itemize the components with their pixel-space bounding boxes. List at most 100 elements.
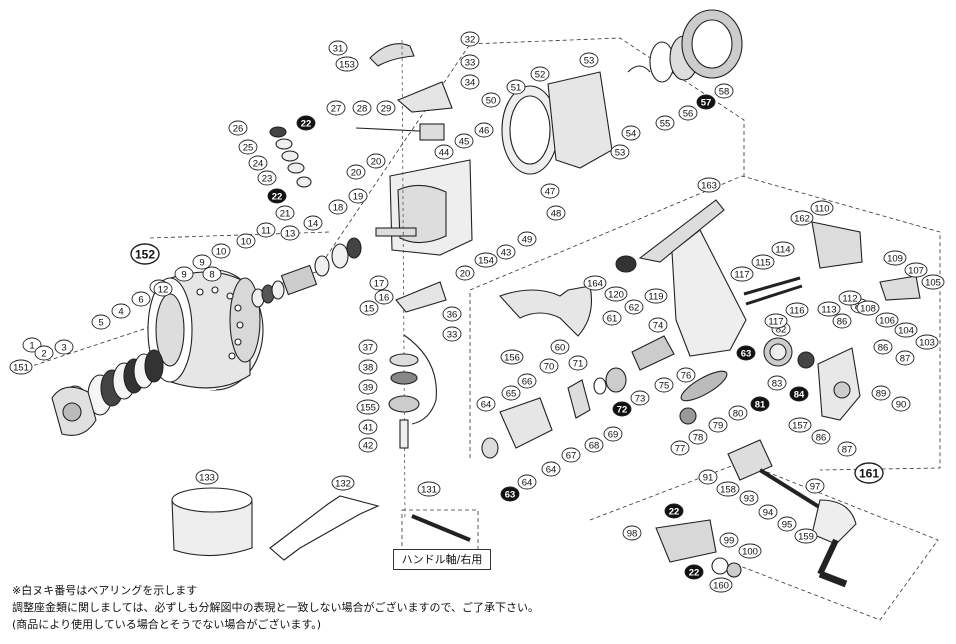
- part-label-p132: 132: [331, 475, 355, 491]
- part-label-p160: 160: [709, 577, 733, 593]
- spool-assembly: [51, 237, 362, 436]
- part-number: 153: [339, 60, 355, 71]
- part-label-p20c: 20: [455, 265, 475, 281]
- part-number: 74: [653, 321, 664, 332]
- part-label-p159: 159: [794, 528, 818, 544]
- part-label-p86c: 86: [811, 429, 831, 445]
- part-label-p34: 34: [460, 74, 480, 90]
- part-label-p161: 161: [854, 462, 884, 484]
- part-number: 164: [587, 279, 603, 290]
- part-number: 10: [241, 237, 252, 248]
- part-number: 103: [919, 338, 935, 349]
- part-number: 116: [789, 306, 804, 317]
- part-number: 80: [733, 409, 744, 420]
- part-label-p131: 131: [417, 481, 441, 497]
- part-label-p93: 93: [739, 490, 759, 506]
- part-number: 132: [335, 479, 351, 490]
- part-label-p79: 79: [708, 417, 728, 433]
- part-label-p29: 29: [376, 100, 396, 116]
- part-number: 84: [794, 390, 805, 401]
- part-number: 115: [755, 258, 770, 269]
- part-number: 3: [61, 343, 66, 354]
- part-number: 117: [768, 317, 783, 328]
- part-label-p38: 38: [358, 359, 378, 375]
- part-number: 31: [333, 44, 344, 55]
- part-label-p97: 97: [805, 478, 825, 494]
- part-number: 82: [776, 325, 787, 336]
- part-label-p36: 36: [442, 306, 462, 322]
- part-label-p117a: 117: [730, 266, 754, 282]
- handle-shaft-caption: ハンドル軸/右用: [393, 549, 491, 570]
- part-label-p67: 67: [561, 447, 581, 463]
- part-label-p2: 2: [34, 345, 54, 361]
- part-label-p87a: 87: [895, 350, 915, 366]
- part-number: 13: [285, 229, 296, 240]
- part-number: 113: [821, 305, 836, 316]
- part-number: 100: [742, 547, 758, 558]
- part-label-p33b: 33: [442, 326, 462, 342]
- part-label-p10b: 10: [236, 233, 256, 249]
- part-label-p26: 26: [228, 120, 248, 136]
- part-label-p64b: 64: [541, 461, 561, 477]
- part-number: 62: [629, 303, 640, 314]
- part-label-p114: 114: [771, 241, 795, 257]
- part-label-p75: 75: [654, 377, 674, 393]
- part-label-p91: 91: [698, 469, 718, 485]
- part-label-p107: 107: [904, 262, 928, 278]
- part-number: 70: [544, 362, 555, 373]
- body-assembly: [481, 199, 921, 459]
- part-label-p162: 162: [790, 210, 814, 226]
- part-number: 77: [675, 444, 686, 455]
- part-number: 155: [360, 403, 376, 414]
- part-number: 48: [551, 209, 562, 220]
- part-label-p17: 17: [369, 275, 389, 291]
- part-label-p73: 73: [630, 390, 650, 406]
- part-label-p61: 61: [602, 310, 622, 326]
- part-number: 157: [792, 421, 808, 432]
- part-label-p10a: 10: [211, 243, 231, 259]
- part-label-p94: 94: [758, 504, 778, 520]
- part-label-p22a: 22: [296, 115, 316, 131]
- part-label-p84: 84: [789, 386, 809, 402]
- part-label-p33a: 33: [460, 54, 480, 70]
- notes: ※白ヌキ番号はベアリングを示します 調整座金類に関しましては、必ずしも分解図中の…: [12, 582, 632, 633]
- part-label-p15: 15: [359, 300, 379, 316]
- part-number: 22: [301, 119, 312, 130]
- part-number: 6: [138, 295, 143, 306]
- part-label-p152: 152: [130, 243, 160, 265]
- part-number: 79: [713, 421, 724, 432]
- part-label-p108: 108: [856, 300, 880, 316]
- part-number: 43: [501, 248, 512, 259]
- part-number: 86: [837, 317, 848, 328]
- part-label-p66: 66: [517, 373, 537, 389]
- part-number: 33: [465, 58, 476, 69]
- part-number: 27: [331, 104, 342, 115]
- part-number: 63: [505, 490, 516, 501]
- part-number: 37: [363, 343, 374, 354]
- group-frames: [13, 37, 941, 621]
- part-label-p31: 31: [328, 40, 348, 56]
- part-label-p151: 151: [9, 359, 33, 375]
- part-label-p77: 77: [670, 440, 690, 456]
- part-number: 17: [374, 279, 385, 290]
- part-number: 28: [357, 104, 368, 115]
- part-label-p90: 90: [891, 396, 911, 412]
- part-label-p120: 120: [604, 286, 628, 302]
- part-number: 51: [511, 83, 522, 94]
- part-label-p153: 153: [335, 56, 359, 72]
- part-label-p81: 81: [750, 396, 770, 412]
- part-number: 4: [118, 307, 123, 318]
- part-label-p22d: 22: [684, 564, 704, 580]
- part-number: 105: [925, 278, 941, 289]
- part-number: 36: [447, 310, 458, 321]
- part-label-p48: 48: [546, 205, 566, 221]
- part-label-p4: 4: [111, 303, 131, 319]
- part-label-p98: 98: [622, 525, 642, 541]
- part-label-p22c: 22: [664, 503, 684, 519]
- part-label-p110: 110: [810, 200, 834, 216]
- part-label-p52: 52: [530, 66, 550, 82]
- part-label-p9b: 9: [192, 254, 212, 270]
- part-number: 24: [253, 159, 264, 170]
- part-label-p14: 14: [303, 215, 323, 231]
